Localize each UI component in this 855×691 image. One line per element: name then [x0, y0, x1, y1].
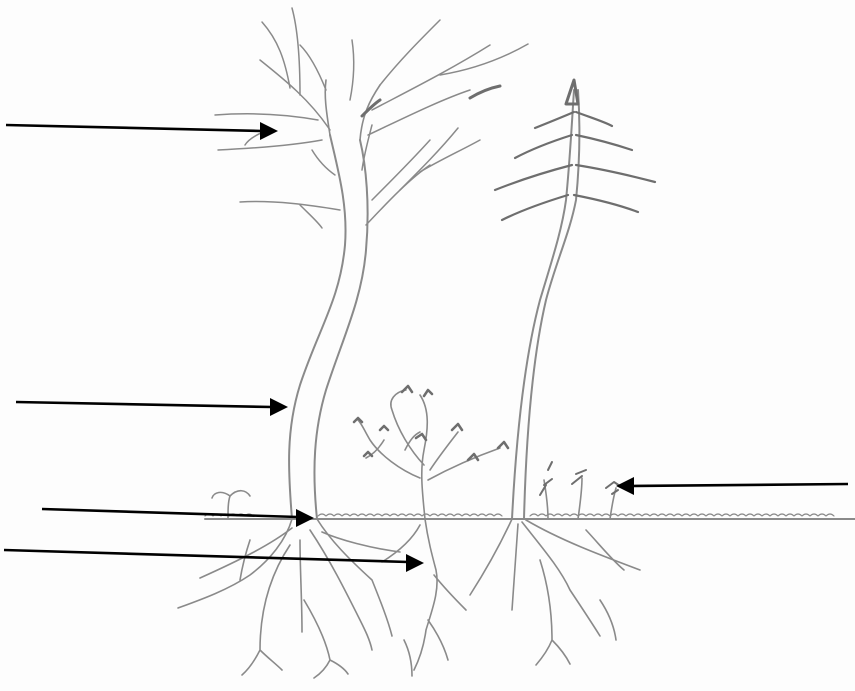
deciduous-tree-crown [214, 7, 529, 229]
small-seedlings [539, 461, 621, 520]
arrow-3 [41, 507, 314, 527]
arrow-1 [5, 122, 278, 140]
deciduous-tree-roots [177, 518, 401, 679]
arrow-5 [616, 477, 849, 495]
conifer-tree [493, 78, 657, 520]
flowering-shrub [352, 384, 510, 520]
shrub-roots [381, 518, 467, 677]
left-seedling [211, 489, 251, 520]
arrow-2 [15, 398, 288, 416]
arrow-4 [3, 548, 424, 572]
conifer-roots [469, 518, 641, 666]
